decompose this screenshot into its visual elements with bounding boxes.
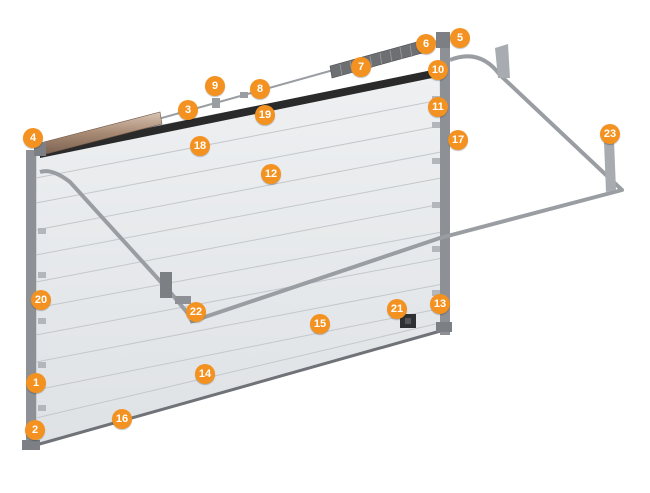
callout-20: 20 — [31, 290, 51, 310]
callout-23: 23 — [600, 124, 620, 144]
callout-8: 8 — [250, 79, 270, 99]
panel-section-lines — [35, 99, 445, 419]
callout-3: 3 — [178, 100, 198, 120]
bottom-seal — [35, 328, 445, 447]
left-hinges — [38, 228, 46, 411]
callout-9: 9 — [205, 76, 225, 96]
overhead-track — [189, 54, 624, 324]
callout-10: 10 — [428, 60, 448, 80]
callout-5: 5 — [450, 28, 470, 48]
callout-17: 17 — [448, 130, 468, 150]
header-seal — [40, 68, 442, 158]
right-frame-base — [436, 322, 452, 332]
callout-13: 13 — [430, 294, 450, 314]
shaft-coupling — [240, 92, 248, 98]
callout-1: 1 — [26, 373, 46, 393]
right-cable-drum — [436, 32, 450, 48]
ceiling-hanger — [604, 140, 616, 192]
callout-11: 11 — [428, 97, 448, 117]
callout-15: 15 — [310, 314, 330, 334]
callout-12: 12 — [261, 164, 281, 184]
right-frame-post — [440, 45, 450, 335]
callout-22: 22 — [186, 302, 206, 322]
callout-21: 21 — [387, 299, 407, 319]
callout-19: 19 — [255, 105, 275, 125]
right-torsion-spring — [329, 39, 427, 79]
callout-18: 18 — [190, 136, 210, 156]
callout-2: 2 — [25, 420, 45, 440]
diagonal-arm — [39, 169, 192, 318]
callout-16: 16 — [112, 409, 132, 429]
callout-6: 6 — [416, 34, 436, 54]
opener-carriage — [175, 296, 191, 304]
center-bearing-bracket — [212, 98, 220, 108]
callout-7: 7 — [351, 57, 371, 77]
callout-14: 14 — [195, 364, 215, 384]
left-frame-base — [22, 440, 40, 450]
rear-hanger-bracket — [495, 44, 510, 78]
arm-bracket — [160, 272, 172, 298]
lock-plate — [405, 318, 411, 324]
callout-4: 4 — [23, 128, 43, 148]
